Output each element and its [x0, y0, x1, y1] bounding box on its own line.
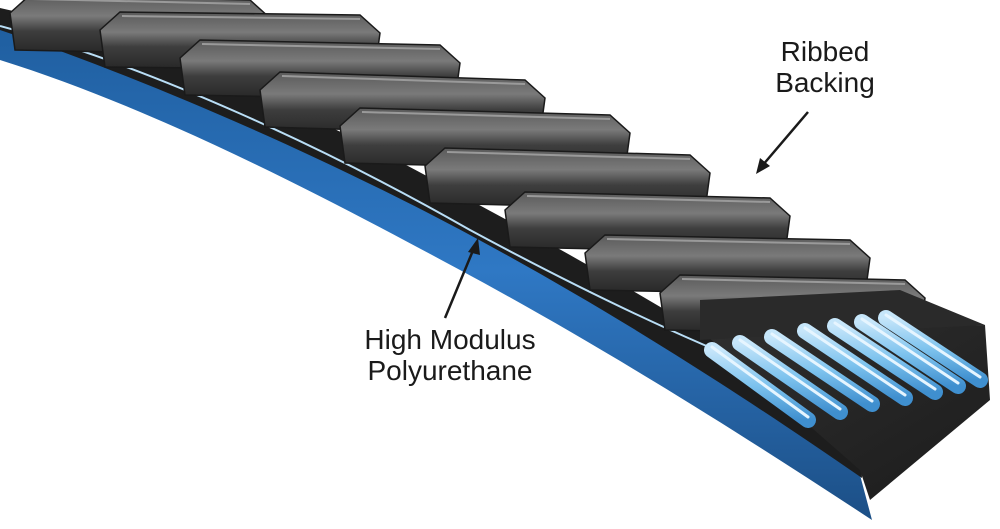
polyurethane-line1: High Modulus — [364, 324, 536, 355]
cord-highlight — [770, 332, 874, 403]
cord-highlight — [803, 326, 907, 397]
cord — [797, 323, 913, 406]
rib-highlight — [446, 151, 691, 160]
cord — [878, 310, 988, 388]
ribbed-backing-arrow — [756, 111, 809, 174]
rib-highlight — [281, 75, 526, 85]
ribbed-backing-line1: Ribbed — [780, 36, 870, 67]
polyurethane-line2: Polyurethane — [367, 355, 533, 386]
rib-highlight — [201, 43, 441, 50]
cord-highlight — [738, 338, 842, 411]
cord-highlight — [710, 345, 810, 419]
cord — [827, 318, 943, 400]
polyurethane-label: High Modulus Polyurethane — [320, 324, 580, 386]
cord-line — [0, 25, 771, 373]
cord-highlight — [860, 317, 960, 385]
cord — [704, 342, 816, 428]
rib-highlight — [31, 0, 251, 5]
tensile-cords — [704, 310, 988, 428]
rib-highlight — [121, 15, 361, 20]
cord — [732, 335, 848, 420]
cord-highlight — [884, 313, 982, 379]
rib-highlight — [526, 195, 771, 203]
cord — [764, 329, 880, 412]
belt-side-blue — [0, 22, 872, 520]
ribbed-backing-label: Ribbed Backing — [745, 36, 905, 98]
cord-highlight — [833, 321, 937, 391]
rib-highlight — [681, 278, 906, 285]
belt-body — [0, 8, 862, 478]
cord — [854, 314, 966, 394]
rib-highlight — [606, 238, 851, 245]
polyurethane-arrow — [443, 238, 480, 319]
ribbed-backing-line2: Backing — [775, 67, 875, 98]
rib-highlight — [361, 111, 611, 120]
